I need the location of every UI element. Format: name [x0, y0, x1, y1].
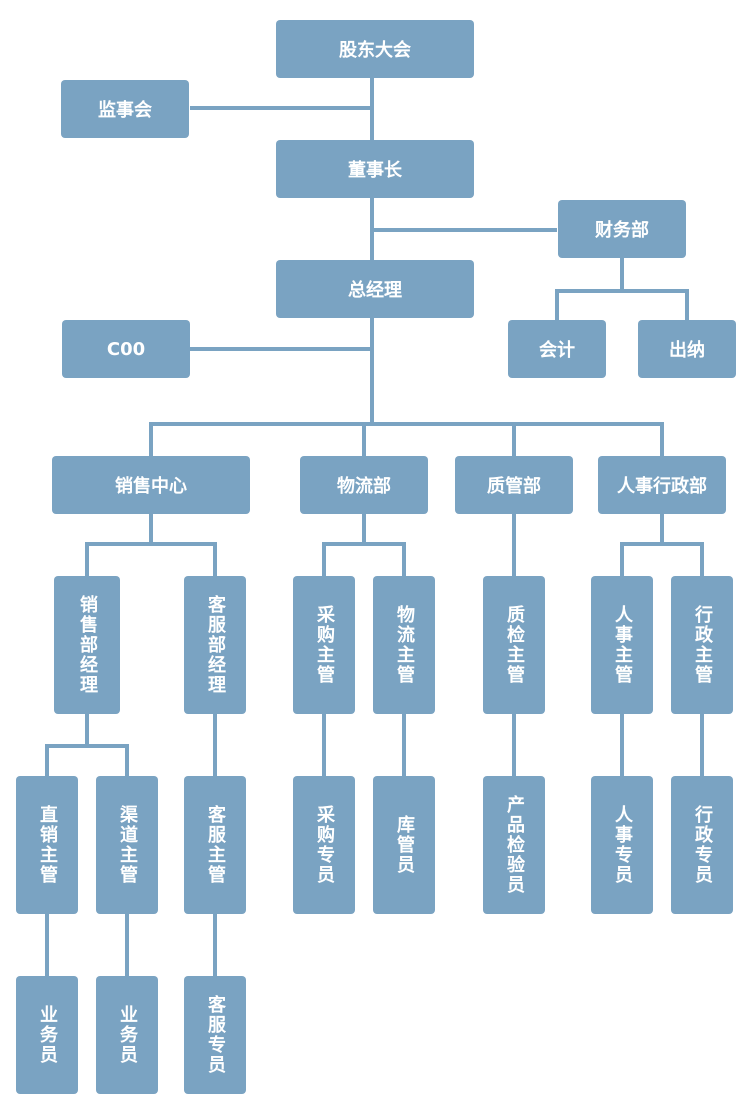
node-cs-manager: 客服部经理: [184, 576, 246, 714]
node-salesperson-2-label: 业务员: [117, 1005, 138, 1065]
node-logistics-supervisor: 物流主管: [373, 576, 435, 714]
node-accounting: 会计: [508, 320, 606, 378]
connector-finance-children: [555, 256, 689, 322]
node-product-inspector: 产品检验员: [483, 776, 545, 914]
node-sales-center: 销售中心: [52, 456, 250, 514]
node-admin-specialist-label: 行政专员: [692, 805, 713, 885]
node-cs-specialist: 客服专员: [184, 976, 246, 1094]
node-shareholders: 股东大会: [276, 20, 474, 78]
node-cashier: 出纳: [638, 320, 736, 378]
node-channel-supervisor: 渠道主管: [96, 776, 158, 914]
node-purchase-supervisor: 采购主管: [293, 576, 355, 714]
node-purchase-specialist-label: 采购专员: [314, 805, 335, 885]
node-cs-supervisor: 客服主管: [184, 776, 246, 914]
node-warehouse-keeper-label: 库管员: [394, 815, 415, 875]
node-hr-supervisor: 人事主管: [591, 576, 653, 714]
node-sales-manager: 销售部经理: [54, 576, 120, 714]
node-quality: 质管部: [455, 456, 573, 514]
node-logistics: 物流部: [300, 456, 428, 514]
node-logistics-supervisor-label: 物流主管: [394, 605, 415, 685]
node-hr-admin: 人事行政部: [598, 456, 726, 514]
node-qc-supervisor: 质检主管: [483, 576, 545, 714]
node-direct-sales-supervisor: 直销主管: [16, 776, 78, 914]
node-coo: C00: [62, 320, 190, 378]
connector-hr-children: [620, 512, 704, 578]
connector-departments: [149, 422, 664, 458]
node-qc-supervisor-label: 质检主管: [504, 605, 525, 685]
node-cs-specialist-label: 客服专员: [205, 995, 226, 1075]
node-salesperson-2: 业务员: [96, 976, 158, 1094]
node-direct-sales-supervisor-label: 直销主管: [37, 805, 58, 885]
node-hr-supervisor-label: 人事主管: [612, 605, 633, 685]
node-chairman: 董事长: [276, 140, 474, 198]
node-admin-supervisor: 行政主管: [671, 576, 733, 714]
node-sales-manager-label: 销售部经理: [77, 595, 98, 695]
node-hr-specialist: 人事专员: [591, 776, 653, 914]
node-salesperson-1-label: 业务员: [37, 1005, 58, 1065]
node-purchase-specialist: 采购专员: [293, 776, 355, 914]
node-warehouse-keeper: 库管员: [373, 776, 435, 914]
connector-sales-children: [85, 512, 217, 578]
node-product-inspector-label: 产品检验员: [504, 795, 525, 895]
node-admin-supervisor-label: 行政主管: [692, 605, 713, 685]
node-admin-specialist: 行政专员: [671, 776, 733, 914]
node-channel-supervisor-label: 渠道主管: [117, 805, 138, 885]
node-cs-manager-label: 客服部经理: [205, 595, 226, 695]
node-purchase-supervisor-label: 采购主管: [314, 605, 335, 685]
connector-salesmgr-children: [45, 712, 129, 778]
node-cs-supervisor-label: 客服主管: [205, 805, 226, 885]
node-salesperson-1: 业务员: [16, 976, 78, 1094]
node-finance: 财务部: [558, 200, 686, 258]
node-gm: 总经理: [276, 260, 474, 318]
node-hr-specialist-label: 人事专员: [612, 805, 633, 885]
connector-logistics-children: [322, 512, 406, 578]
node-supervisory: 监事会: [61, 80, 189, 138]
